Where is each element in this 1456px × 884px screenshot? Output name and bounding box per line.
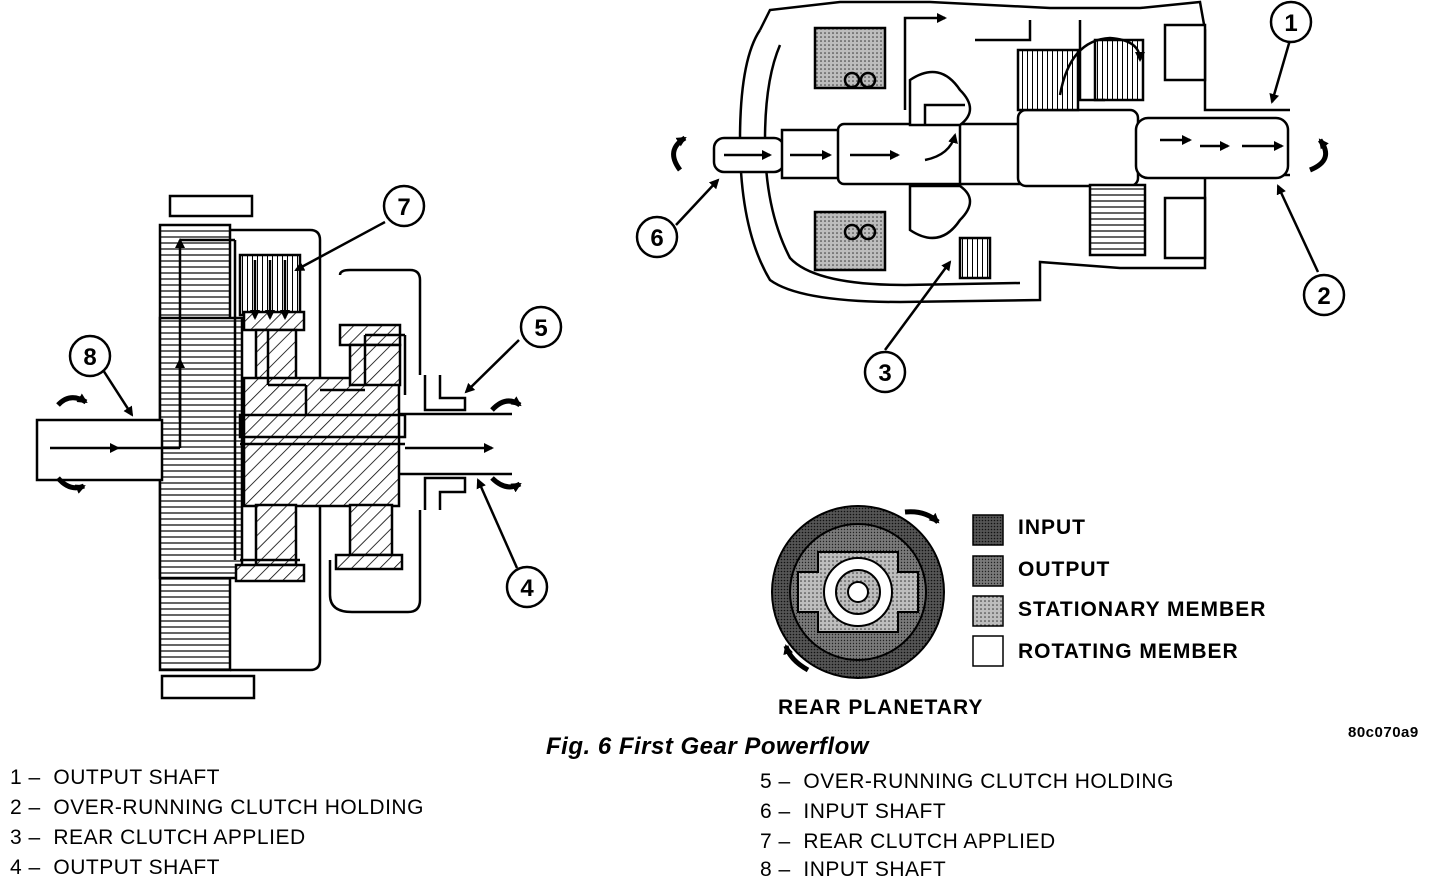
legend-swatches (972, 514, 1004, 667)
callout-1 (1269, 0, 1313, 44)
callout-5 (519, 305, 563, 349)
callout-6-num: 6 (650, 225, 663, 252)
cutaway-schematic (671, 0, 1329, 351)
callout-8-num: 8 (83, 344, 96, 371)
legend-swatch-input (972, 514, 1004, 546)
part-row: 1 – OUTPUT SHAFT (10, 766, 221, 789)
figure-code: 80c070a9 (1348, 724, 1419, 741)
legend-swatch-rotating (972, 635, 1004, 667)
part-row: 3 – REAR CLUTCH APPLIED (10, 826, 306, 849)
part-row: 8 – INPUT SHAFT (760, 858, 947, 881)
rear-planetary-label: REAR PLANETARY (778, 696, 984, 719)
callout-2 (1302, 273, 1346, 317)
rear-planetary-disc (771, 505, 945, 679)
callout-4 (505, 565, 549, 609)
legend-label-rotating: ROTATING MEMBER (1018, 640, 1239, 663)
legend-label-stationary: STATIONARY MEMBER (1018, 598, 1267, 621)
callout-circles (68, 0, 1346, 609)
callout-8 (68, 334, 112, 378)
callout-4-num: 4 (520, 575, 534, 602)
callout-3-num: 3 (878, 360, 891, 387)
part-row: 2 – OVER-RUNNING CLUTCH HOLDING (10, 796, 424, 819)
legend-swatch-stationary (972, 595, 1004, 627)
part-row: 5 – OVER-RUNNING CLUTCH HOLDING (760, 770, 1174, 793)
callout-numbers: 1 2 3 4 5 6 7 8 (83, 10, 1330, 602)
callout-6 (635, 215, 679, 259)
part-row: 4 – OUTPUT SHAFT (10, 856, 221, 879)
legend-label-input: INPUT (1018, 516, 1086, 539)
callout-7-num: 7 (397, 194, 410, 221)
callout-5-num: 5 (534, 315, 547, 342)
callout-3 (863, 350, 907, 394)
figure-caption: Fig. 6 First Gear Powerflow (546, 733, 869, 760)
callout-7 (382, 184, 426, 228)
callout-1-num: 1 (1284, 10, 1297, 37)
part-row: 7 – REAR CLUTCH APPLIED (760, 830, 1056, 853)
legend-label-output: OUTPUT (1018, 558, 1111, 581)
legend-swatch-output (972, 555, 1004, 587)
callout-2-num: 2 (1317, 283, 1330, 310)
part-row: 6 – INPUT SHAFT (760, 800, 947, 823)
left-schematic (35, 194, 522, 700)
